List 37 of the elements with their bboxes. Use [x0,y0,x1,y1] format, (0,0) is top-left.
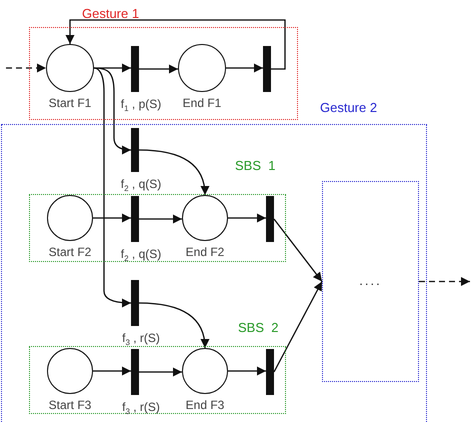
region-title: SBS 1 [235,158,276,173]
arrow [138,302,209,348]
arrow [419,277,470,286]
place-label: Start F1 [48,96,92,110]
arrow [94,67,132,154]
transition-label: f$_{2}$ , q(S) [120,177,162,193]
transition-label: f$_{2}$ , q(S) [120,247,162,263]
arrow [93,366,131,376]
arrow [228,214,266,222]
region-outline [322,181,419,382]
transition-bar [263,46,271,92]
arrow [273,281,323,372]
transition-bar [266,349,274,395]
arrow [139,214,182,224]
arrow [226,64,263,72]
transition-label: f$_{3}$ , r(S) [122,400,160,416]
arrow [273,218,323,282]
arrow [139,368,182,376]
arrow [139,64,178,74]
place-label: Start F3 [48,398,92,412]
arrow [93,214,131,222]
ellipsis: .... [359,272,382,288]
arrow [94,67,132,308]
place-label: End F3 [186,398,224,412]
place-label: Start F2 [48,245,92,259]
region-title: SBS 2 [238,320,278,335]
region-title: Gesture 2 [320,100,378,115]
arrow [228,366,266,376]
arrow [6,64,46,72]
transition-bar [266,196,274,242]
arrow [66,19,286,70]
transition-label: f$_{1}$ , p(S) [120,97,162,113]
place-label: End F1 [182,96,222,110]
arrow [138,149,209,196]
place-label: End F2 [186,245,224,259]
transition-label: f$_{3}$ , r(S) [122,331,160,347]
region-title: Gesture 1 [82,6,140,21]
